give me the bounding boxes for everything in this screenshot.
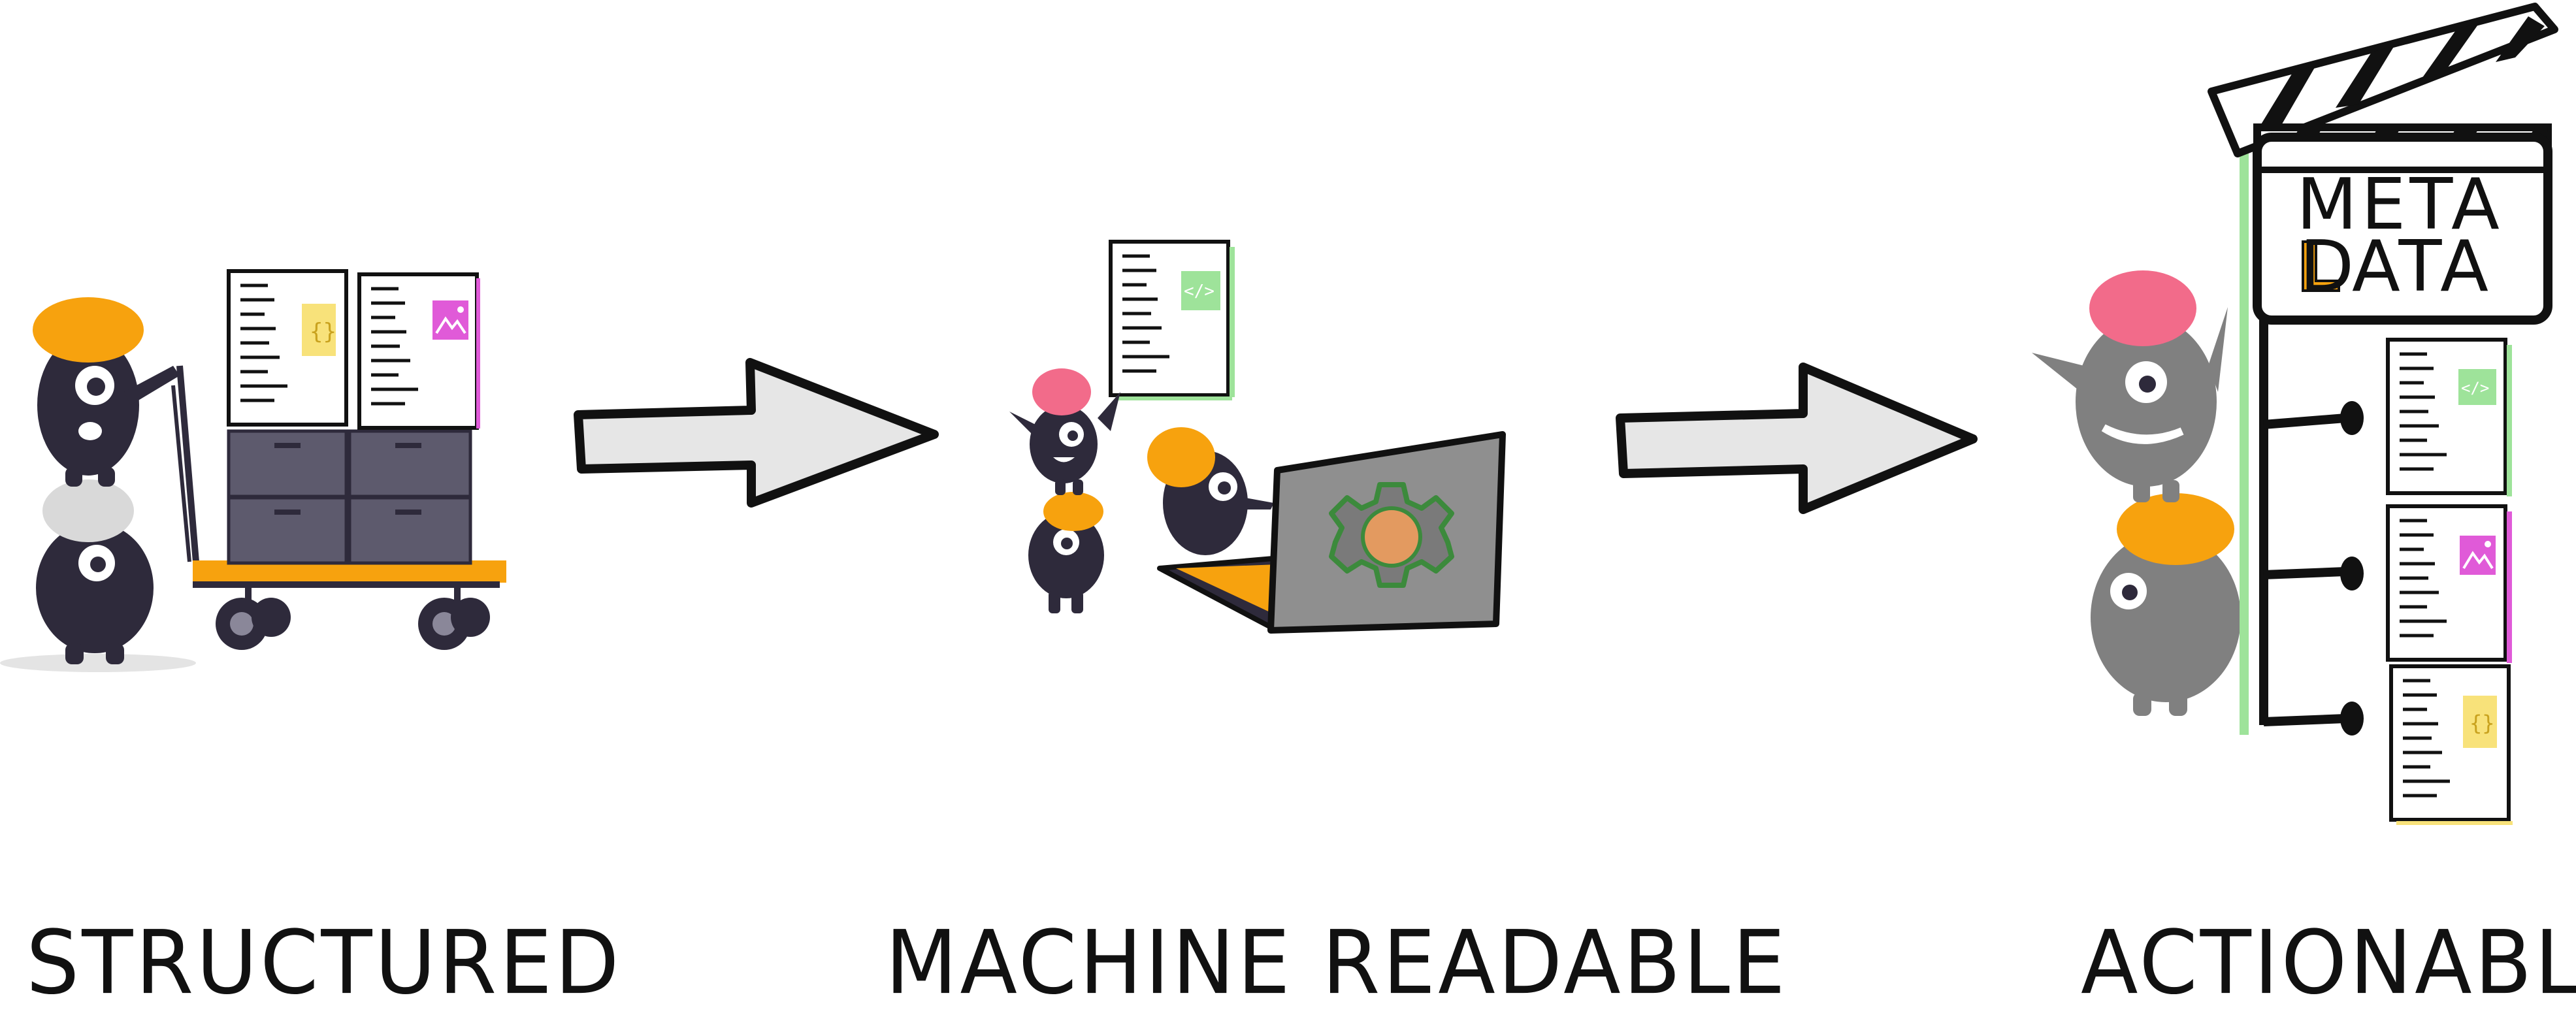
arrow-right-2 [1616, 363, 1978, 514]
curly-braces-icon: {} [310, 319, 336, 345]
actionable-illustration: META D ATA </> [2032, 3, 2558, 825]
clapboard-line-1: META [2296, 164, 2503, 246]
code-brackets-icon: </> [1184, 282, 1215, 301]
figure-typing [1147, 427, 1274, 555]
small-figures [1009, 368, 1120, 613]
clapboard-line-2-rest: ATA [2352, 226, 2492, 308]
structured-illustration: {} [0, 269, 506, 672]
document-code-right: </> [2386, 338, 2512, 496]
curly-braces-icon-right: {} [2470, 711, 2495, 736]
gear-icon [1329, 482, 1454, 588]
document-code: </> [1109, 240, 1235, 400]
arrow-right-1 [574, 358, 939, 508]
clapperboard: META D ATA [2208, 3, 2558, 736]
grey-figure-top [2032, 270, 2228, 502]
file-cabinet [227, 429, 472, 565]
clapboard-line-2-d: D [2300, 226, 2358, 308]
label-structured: STRUCTURED [26, 912, 622, 1014]
laptop [1157, 431, 1506, 634]
dark-figure-bottom [36, 523, 154, 664]
label-machine-readable: MACHINE READABLE [885, 912, 1788, 1014]
document-json-right: {} [2389, 664, 2513, 825]
dark-figure-top [33, 297, 180, 487]
document-image-right [2386, 504, 2512, 663]
machine-readable-illustration: </> [1009, 240, 1506, 634]
orange-d-letter [2302, 240, 2340, 292]
image-icon-right [2462, 541, 2494, 570]
document-json: {} [227, 269, 348, 427]
cart [171, 365, 506, 650]
grey-figure-bottom [2091, 532, 2241, 716]
label-actionable: ACTIONABLE [2081, 912, 2576, 1014]
image-icon [435, 306, 466, 334]
code-brackets-icon-right: </> [2461, 379, 2489, 397]
document-image [357, 272, 480, 430]
